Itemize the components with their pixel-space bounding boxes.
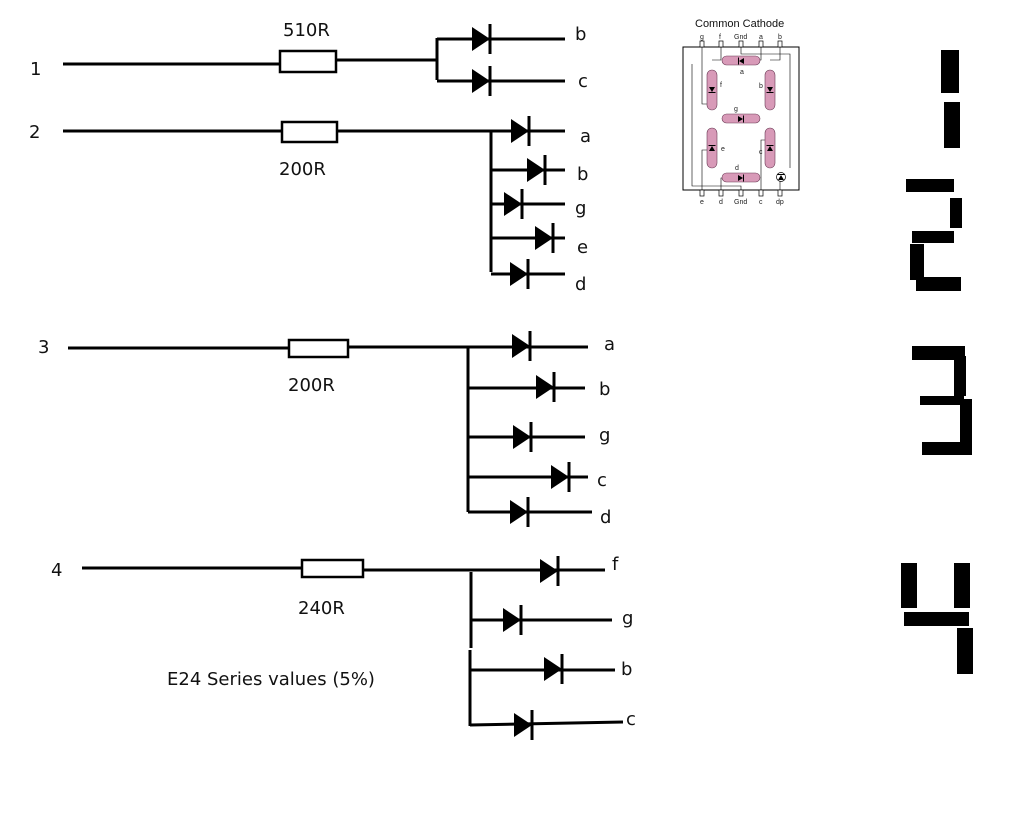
pin-label: b <box>778 34 782 41</box>
pinout-segments <box>706 55 776 183</box>
top-pins: g f Gnd a b <box>699 34 783 48</box>
diode <box>508 257 530 291</box>
resistor-value: 200R <box>279 159 326 180</box>
diode <box>508 495 530 529</box>
svg-text:f: f <box>720 82 722 89</box>
pin-label: g <box>700 34 704 41</box>
segment-label: b <box>599 379 610 400</box>
pin-label: d <box>719 199 723 206</box>
resistor <box>287 338 350 359</box>
diode <box>502 187 524 221</box>
diode <box>525 153 547 187</box>
resistor-value: 240R <box>298 598 345 619</box>
resistor <box>300 558 365 579</box>
segment-label: g <box>599 425 610 446</box>
segment-label: c <box>626 709 636 730</box>
svg-text:a: a <box>740 69 744 76</box>
segment-label: b <box>575 24 586 45</box>
diode <box>470 64 492 98</box>
diode <box>509 114 531 148</box>
pin-label: e <box>700 199 704 206</box>
resistor-value: 510R <box>283 20 330 41</box>
diode <box>510 329 532 363</box>
segment-label: c <box>578 71 588 92</box>
segment-label: c <box>597 470 607 491</box>
diode <box>542 652 564 686</box>
segment-label: g <box>575 198 586 219</box>
digit-1-glyph: 1 <box>941 50 960 148</box>
resistor <box>280 120 339 144</box>
resistor-value: 200R <box>288 375 335 396</box>
diode <box>538 554 560 588</box>
diode <box>511 420 533 454</box>
digit-4-glyph: 4 <box>901 563 973 674</box>
diode <box>533 221 555 255</box>
svg-text:c: c <box>759 149 763 156</box>
pin-label: a <box>759 34 763 41</box>
segment-letters: a b c d e f g <box>720 69 763 172</box>
segment-label: d <box>600 507 611 528</box>
pin-label: Gnd <box>734 34 747 41</box>
circuit-2: 2 200R a b g e d <box>29 114 591 295</box>
segment-label: f <box>612 554 619 575</box>
circuit-4: 4 240R f g b c <box>51 554 636 742</box>
e24-note: E24 Series values (5%) <box>167 669 375 690</box>
circuit-number: 3 <box>38 337 49 358</box>
diode <box>534 370 556 404</box>
pinout-title: Common Cathode <box>695 18 784 30</box>
pin-label: c <box>759 199 763 206</box>
svg-text:d: d <box>735 165 739 172</box>
pin-label: f <box>719 34 721 41</box>
segment-label: d <box>575 274 586 295</box>
pin-label: Gnd <box>734 199 747 206</box>
diode <box>470 22 492 56</box>
segment-label: a <box>604 334 615 355</box>
pin-label: dp <box>776 199 784 206</box>
circuit-number: 4 <box>51 560 62 581</box>
segment-label: e <box>577 237 588 258</box>
segment-label: a <box>580 126 591 147</box>
diode <box>501 603 523 637</box>
segment-label: g <box>622 608 633 629</box>
bottom-pins: e d Gnd c dp <box>699 189 784 206</box>
circuit-3: 3 200R a b g c d <box>38 329 615 529</box>
resistor <box>278 49 338 74</box>
svg-text:e: e <box>721 146 725 153</box>
svg-text:b: b <box>759 83 763 90</box>
circuit-1: 1 510R b c <box>30 20 588 98</box>
svg-text:g: g <box>734 106 738 113</box>
circuit-number: 1 <box>30 59 41 80</box>
seven-segment-pinout: Common Cathode g f Gnd a b e d Gnd c dp <box>682 18 800 206</box>
diode <box>512 708 534 742</box>
digit-3-glyph: 3 <box>912 346 972 455</box>
segment-label: b <box>577 164 588 185</box>
segment-label: b <box>621 659 632 680</box>
circuit-number: 2 <box>29 122 40 143</box>
digit-2-glyph: 2 <box>906 179 962 291</box>
diode <box>549 460 571 494</box>
